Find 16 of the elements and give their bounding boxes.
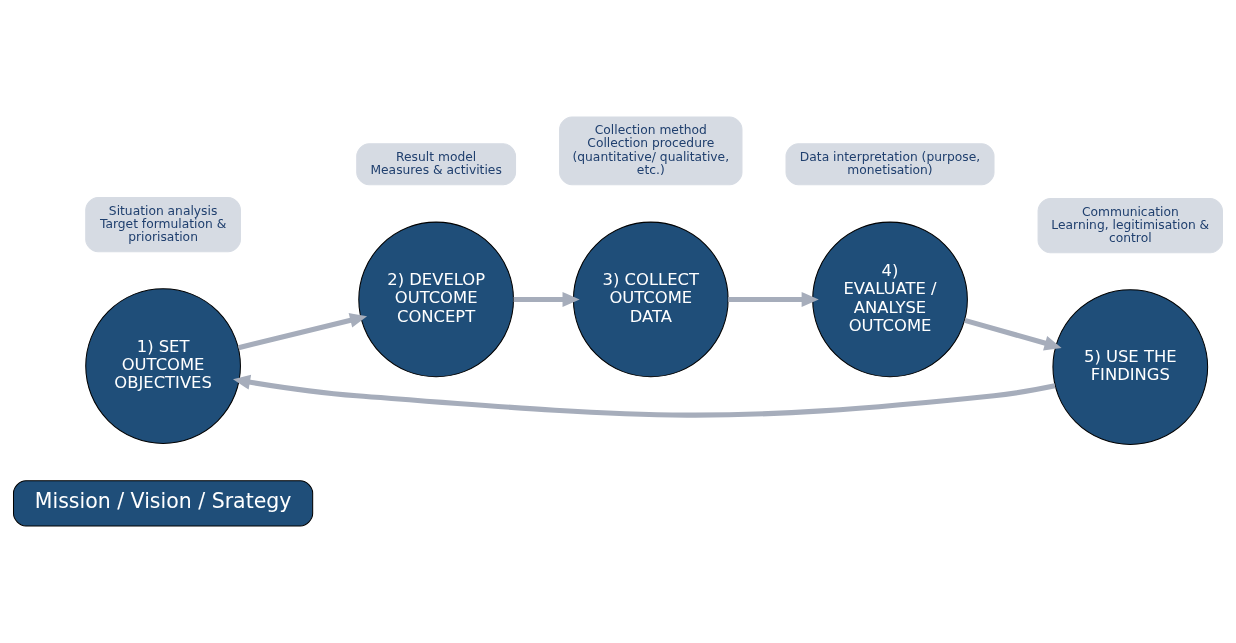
arrow <box>232 374 1056 418</box>
arrow <box>964 317 1062 351</box>
node-box: Result model Measures & activities <box>356 143 517 186</box>
node-box: Mission / Vision / Srategy <box>13 480 314 527</box>
arrow <box>237 313 368 351</box>
node-circle: 5) USE THE FINDINGS <box>1052 289 1209 445</box>
node-circle: 2) DEVELOP OUTCOME CONCEPT <box>358 221 514 378</box>
node-circle: 1) SET OUTCOME OBJECTIVES <box>85 288 241 444</box>
node-circle: 4) EVALUATE / ANALYSE OUTCOME <box>812 221 968 378</box>
node-box: Communication Learning, legitimisation & control <box>1037 198 1223 254</box>
node-box: Data interpretation (purpose, monetisation) <box>785 143 995 186</box>
arrow <box>728 291 819 307</box>
arrow <box>513 291 580 307</box>
node-box: Situation analysis Target formulation & priorisation <box>85 197 241 253</box>
node-circle: 3) COLLECT OUTCOME DATA <box>572 221 729 378</box>
node-box: Collection method Collection procedure (quantitative/ qualitative, etc.) <box>559 116 743 186</box>
